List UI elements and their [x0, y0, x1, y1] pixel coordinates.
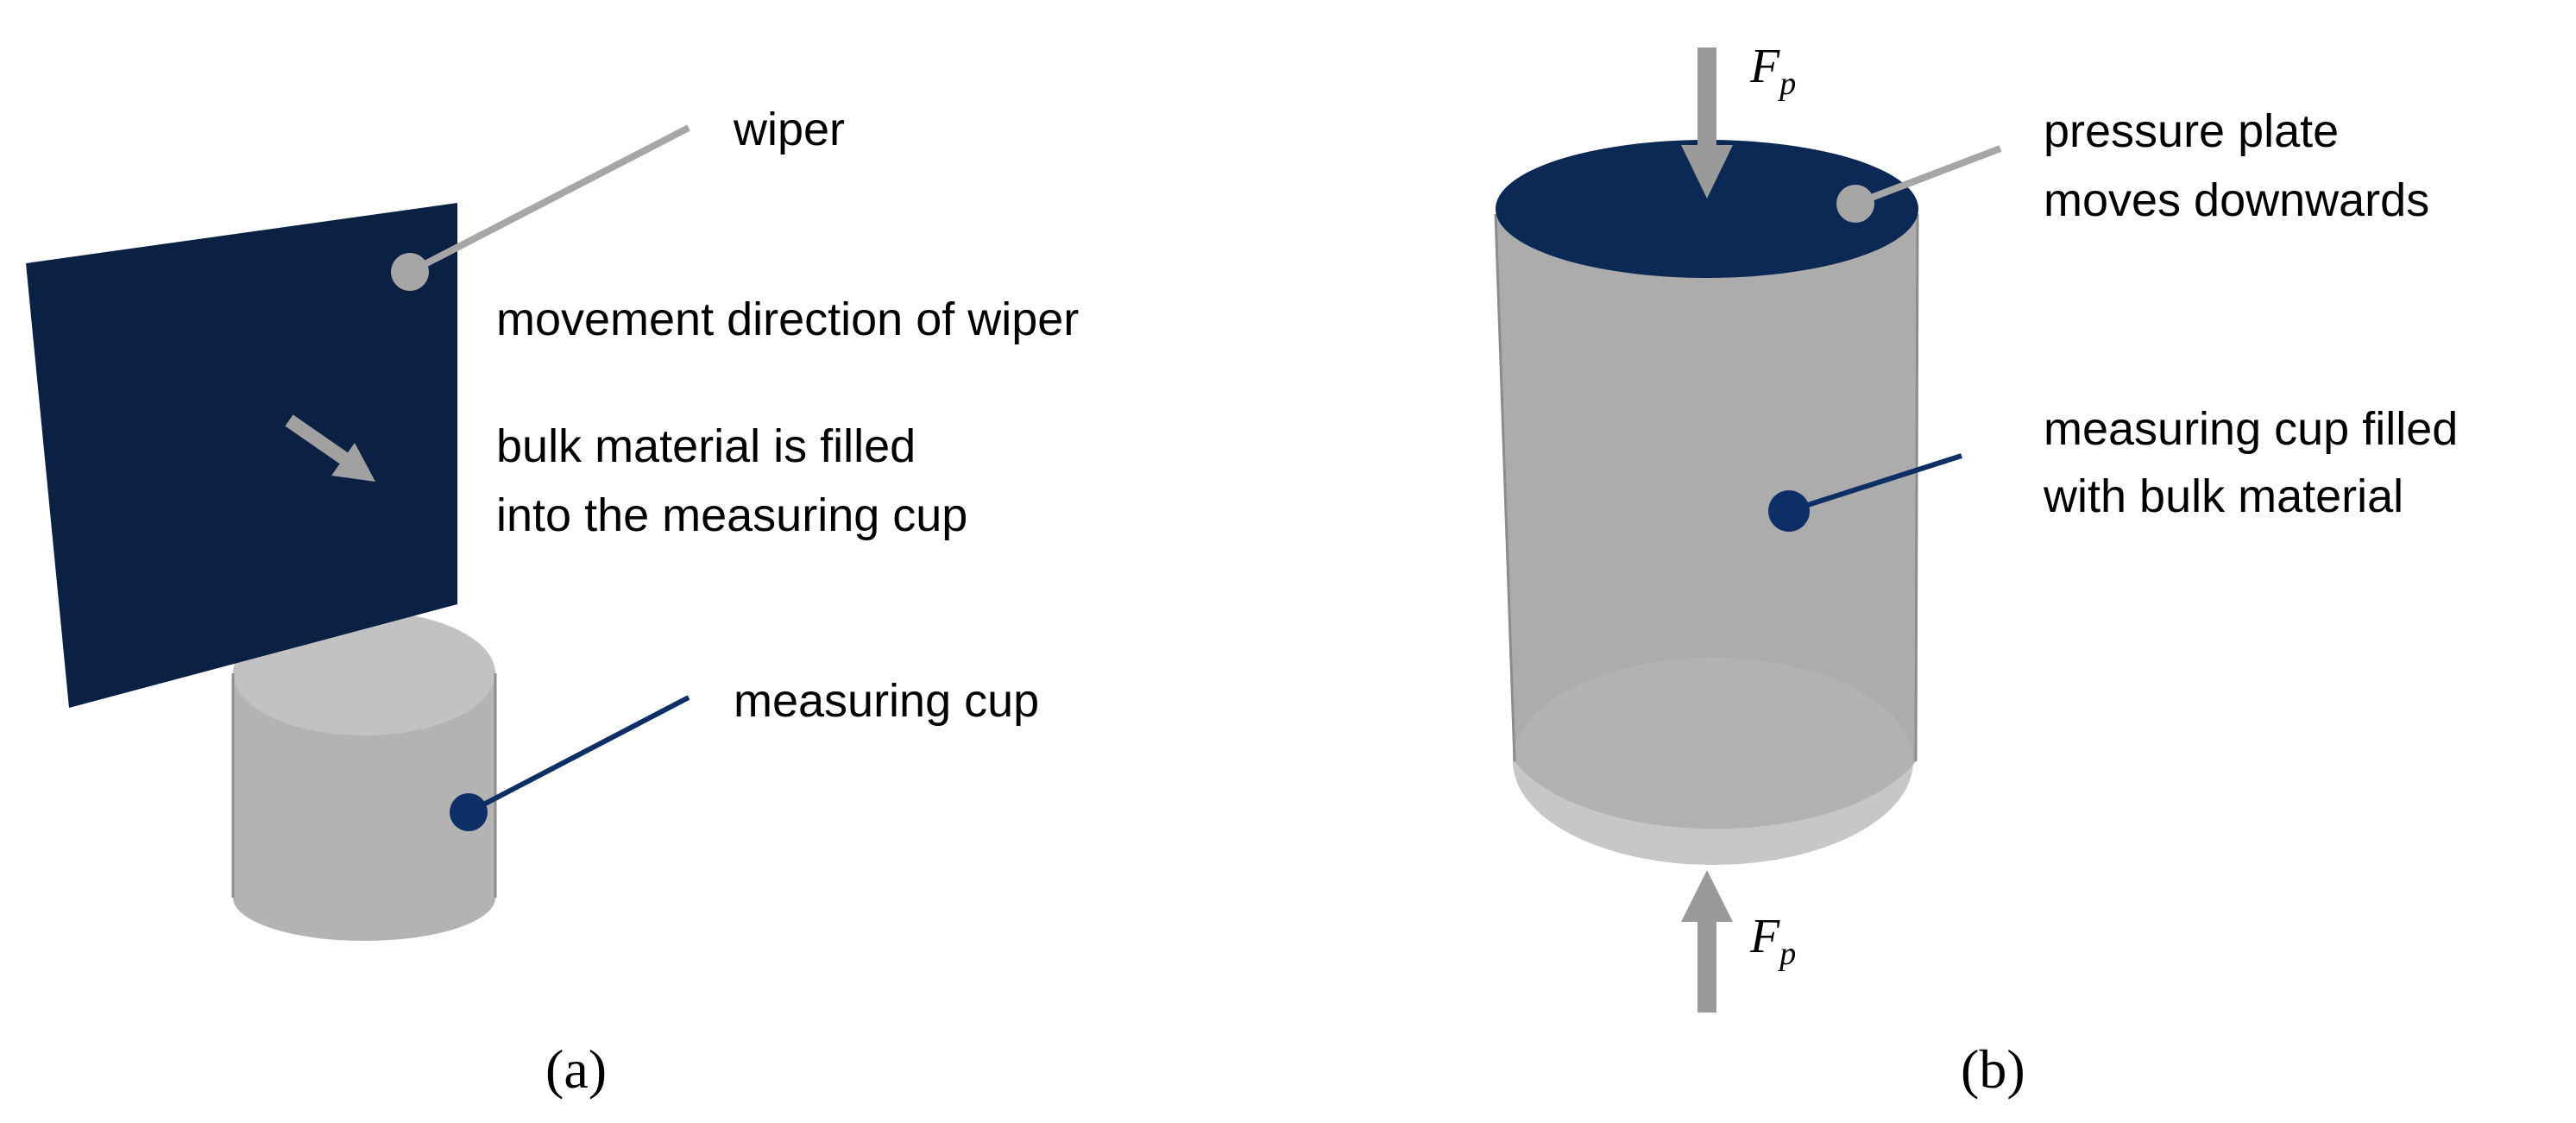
filled-cup-label-line1: measuring cup filled	[2044, 403, 2458, 455]
small-measuring-cup	[231, 611, 497, 941]
pressure-plate-label-line2: moves downwards	[2044, 174, 2429, 226]
bottom-force-arrow-icon	[1681, 870, 1733, 1013]
pressure-plate-leader	[1836, 145, 2002, 223]
large-cup-bottom-rim	[1513, 658, 1913, 865]
large-cup-right-edge	[1914, 213, 1919, 762]
panel-b: Fp Fp pressure plate moves downwards mea…	[1494, 40, 2458, 1100]
measuring-cup-label: measuring cup	[734, 675, 1039, 727]
movement-direction-label: movement direction of wiper	[496, 293, 1079, 345]
bulk-material-label-line1: bulk material is filled	[496, 420, 916, 472]
large-cup-left-edge	[1494, 213, 1516, 762]
panel-b-caption: (b)	[1961, 1038, 2025, 1100]
pressure-plate	[1496, 140, 1918, 278]
large-measuring-cup	[1494, 140, 1919, 865]
bottom-force-label: Fp	[1749, 910, 1796, 972]
wiper-leader	[391, 124, 690, 291]
measuring-cup-leader	[450, 695, 690, 831]
wiper-label: wiper	[733, 104, 845, 155]
pressure-plate-label-line1: pressure plate	[2044, 105, 2339, 157]
panel-a: wiper movement direction of wiper bulk m…	[26, 104, 1079, 1100]
filled-cup-leader	[1768, 453, 1962, 532]
panel-a-caption: (a)	[545, 1038, 607, 1100]
filled-cup-label-line2: with bulk material	[2043, 470, 2403, 522]
top-force-arrow-icon	[1681, 47, 1733, 199]
wiper-plate	[26, 203, 457, 708]
movement-direction-arrow-icon	[285, 414, 375, 482]
top-force-label: Fp	[1749, 40, 1796, 102]
small-cup-bottom-rim	[233, 816, 495, 937]
bulk-material-label-line2: into the measuring cup	[496, 489, 967, 541]
